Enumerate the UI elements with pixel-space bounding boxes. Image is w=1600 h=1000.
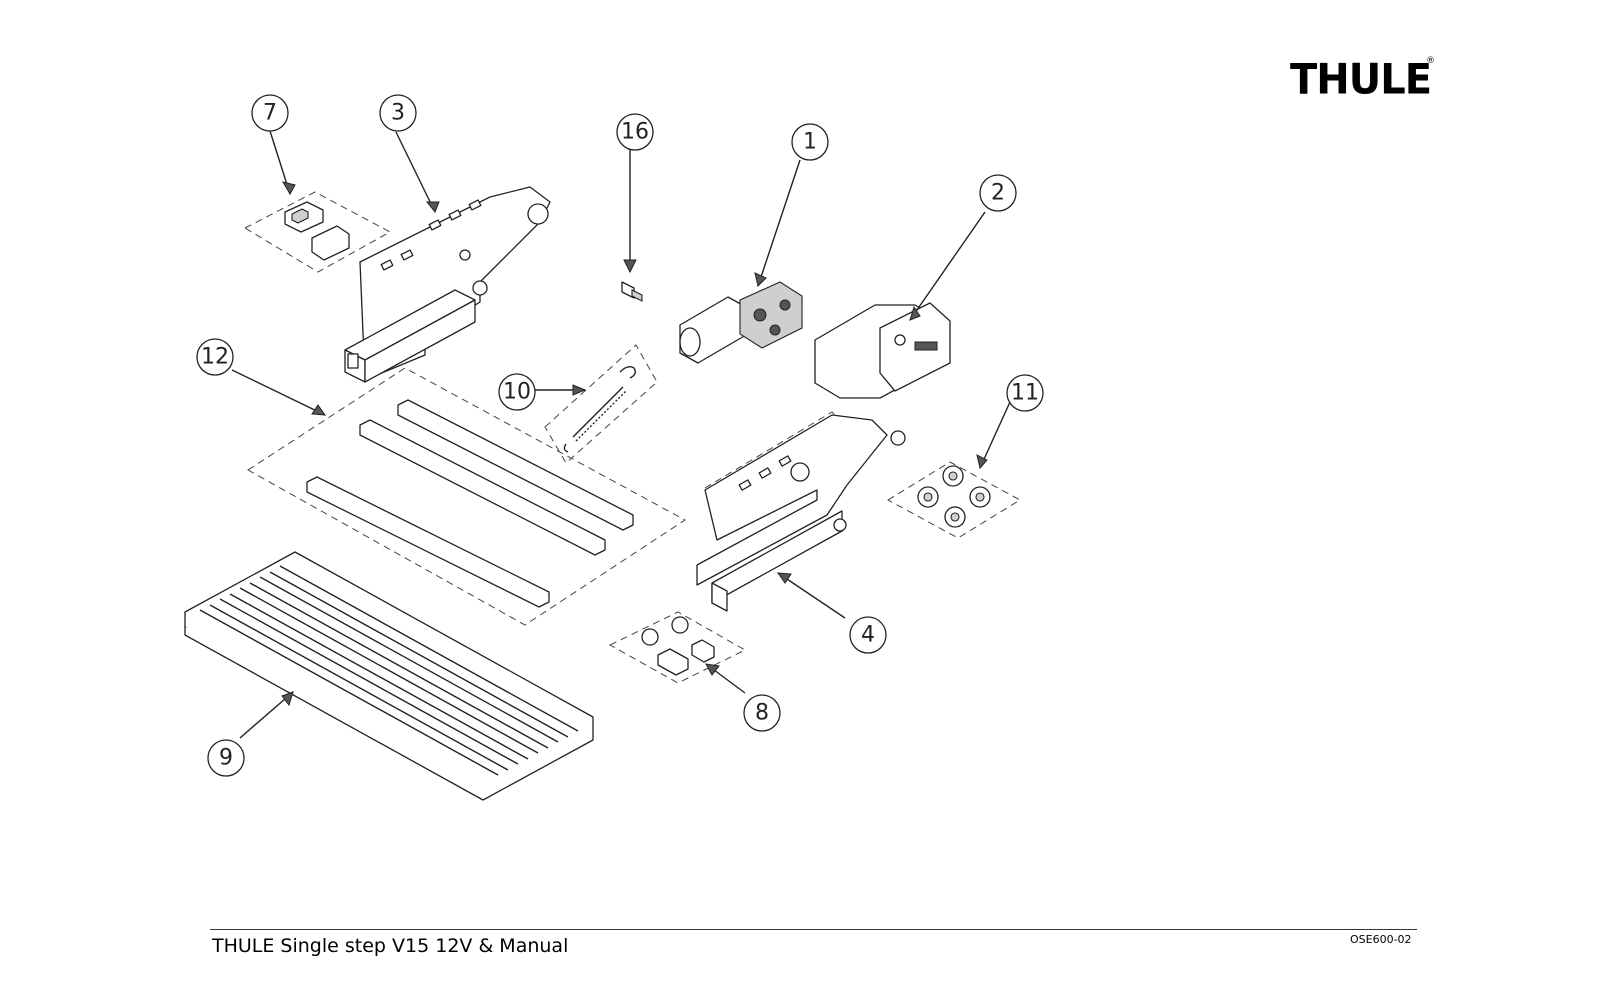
callout-16: 16 bbox=[616, 113, 654, 151]
callout-1-label: 1 bbox=[803, 130, 817, 155]
callout-2-label: 2 bbox=[991, 181, 1005, 206]
callout-4-label: 4 bbox=[861, 623, 875, 648]
callout-11-label: 11 bbox=[1011, 381, 1039, 406]
part-12-rails bbox=[247, 367, 686, 626]
callout-8-label: 8 bbox=[755, 701, 769, 726]
callout-4: 4 bbox=[849, 616, 887, 654]
callout-10-label: 10 bbox=[503, 380, 531, 405]
thule-logo: THULE ® bbox=[1290, 55, 1435, 106]
callout-9-label: 9 bbox=[219, 746, 233, 771]
callout-16-label: 16 bbox=[621, 120, 649, 145]
callout-10: 10 bbox=[498, 373, 536, 411]
part-11-bushings bbox=[887, 461, 1021, 539]
callout-11: 11 bbox=[1006, 374, 1044, 412]
part-4-bracket bbox=[696, 411, 906, 612]
callout-1: 1 bbox=[791, 123, 829, 161]
part-3-bracket bbox=[344, 186, 551, 383]
footer-divider bbox=[210, 929, 1417, 930]
leader-lines bbox=[231, 130, 1011, 739]
callout-3-label: 3 bbox=[391, 101, 405, 126]
document-code: OSE600-02 bbox=[1350, 933, 1412, 946]
footer-title: THULE Single step V15 12V & Manual bbox=[212, 935, 569, 957]
part-9-step-plate bbox=[184, 551, 594, 801]
part-2-cover bbox=[814, 302, 951, 399]
part-8-pins bbox=[608, 611, 747, 684]
part-7-clips bbox=[243, 191, 392, 273]
callout-8: 8 bbox=[743, 694, 781, 732]
registered-mark: ® bbox=[1426, 56, 1435, 66]
callout-7: 7 bbox=[251, 94, 289, 132]
callout-9: 9 bbox=[207, 739, 245, 777]
part-1-motor bbox=[679, 281, 803, 364]
callout-12-label: 12 bbox=[201, 345, 229, 370]
part-16-bolt bbox=[621, 281, 643, 302]
callout-12: 12 bbox=[196, 338, 234, 376]
callout-7-label: 7 bbox=[263, 101, 277, 126]
logo-wordmark: THULE bbox=[1290, 55, 1432, 105]
callout-2: 2 bbox=[979, 174, 1017, 212]
callout-3: 3 bbox=[379, 94, 417, 132]
part-10-spring bbox=[544, 344, 658, 464]
